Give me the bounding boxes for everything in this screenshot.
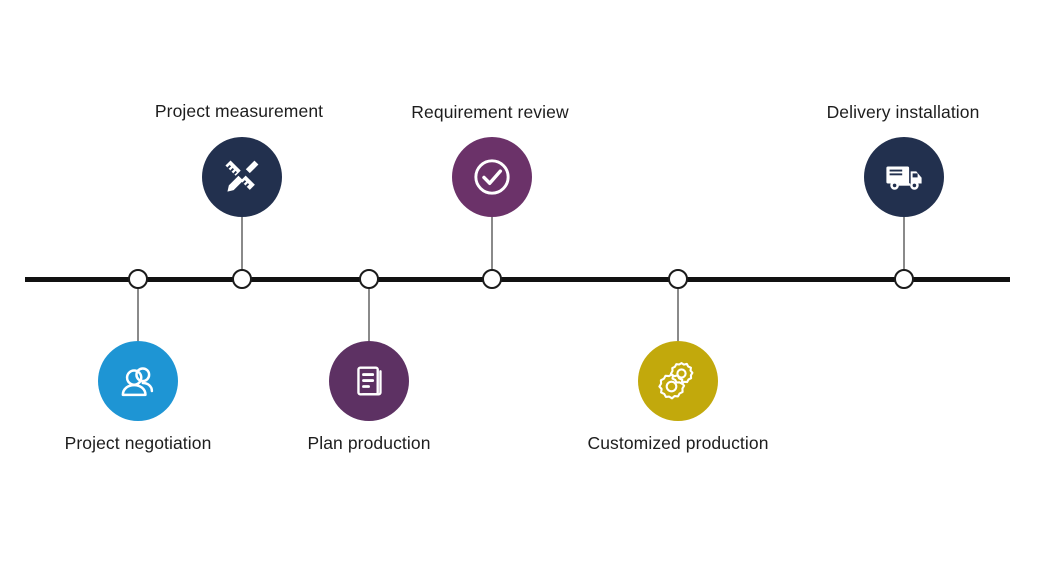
timeline-axis bbox=[25, 276, 1010, 282]
step-label-customized-production: Customized production bbox=[587, 433, 769, 453]
step-label-project-negotiation: Project negotiation bbox=[64, 433, 212, 453]
gears-icon bbox=[654, 357, 702, 405]
connector-line-project-negotiation bbox=[137, 279, 139, 341]
connector-line-requirement-review bbox=[491, 217, 493, 279]
axis-node-requirement-review[interactable] bbox=[482, 269, 502, 289]
connector-line-plan-production bbox=[368, 279, 370, 341]
step-label-delivery-installation: Delivery installation bbox=[826, 102, 980, 122]
icon-disc-requirement-review[interactable] bbox=[452, 137, 532, 217]
axis-node-project-measurement[interactable] bbox=[232, 269, 252, 289]
connector-line-project-measurement bbox=[241, 217, 243, 279]
documents-icon bbox=[347, 359, 391, 403]
icon-disc-project-measurement[interactable] bbox=[202, 137, 282, 217]
users-icon bbox=[115, 358, 161, 404]
step-label-requirement-review: Requirement review bbox=[411, 102, 569, 122]
check-circle-icon bbox=[467, 152, 517, 202]
icon-disc-project-negotiation[interactable] bbox=[98, 341, 178, 421]
step-label-plan-production: Plan production bbox=[307, 433, 431, 453]
delivery-truck-icon bbox=[880, 153, 928, 201]
connector-line-delivery-installation bbox=[903, 217, 905, 279]
icon-disc-delivery-installation[interactable] bbox=[864, 137, 944, 217]
connector-line-customized-production bbox=[677, 279, 679, 341]
icon-disc-customized-production[interactable] bbox=[638, 341, 718, 421]
pencil-ruler-icon bbox=[218, 153, 266, 201]
axis-node-customized-production[interactable] bbox=[668, 269, 688, 289]
step-label-project-measurement: Project measurement bbox=[154, 101, 324, 121]
axis-node-plan-production[interactable] bbox=[359, 269, 379, 289]
icon-disc-plan-production[interactable] bbox=[329, 341, 409, 421]
axis-node-project-negotiation[interactable] bbox=[128, 269, 148, 289]
axis-node-delivery-installation[interactable] bbox=[894, 269, 914, 289]
